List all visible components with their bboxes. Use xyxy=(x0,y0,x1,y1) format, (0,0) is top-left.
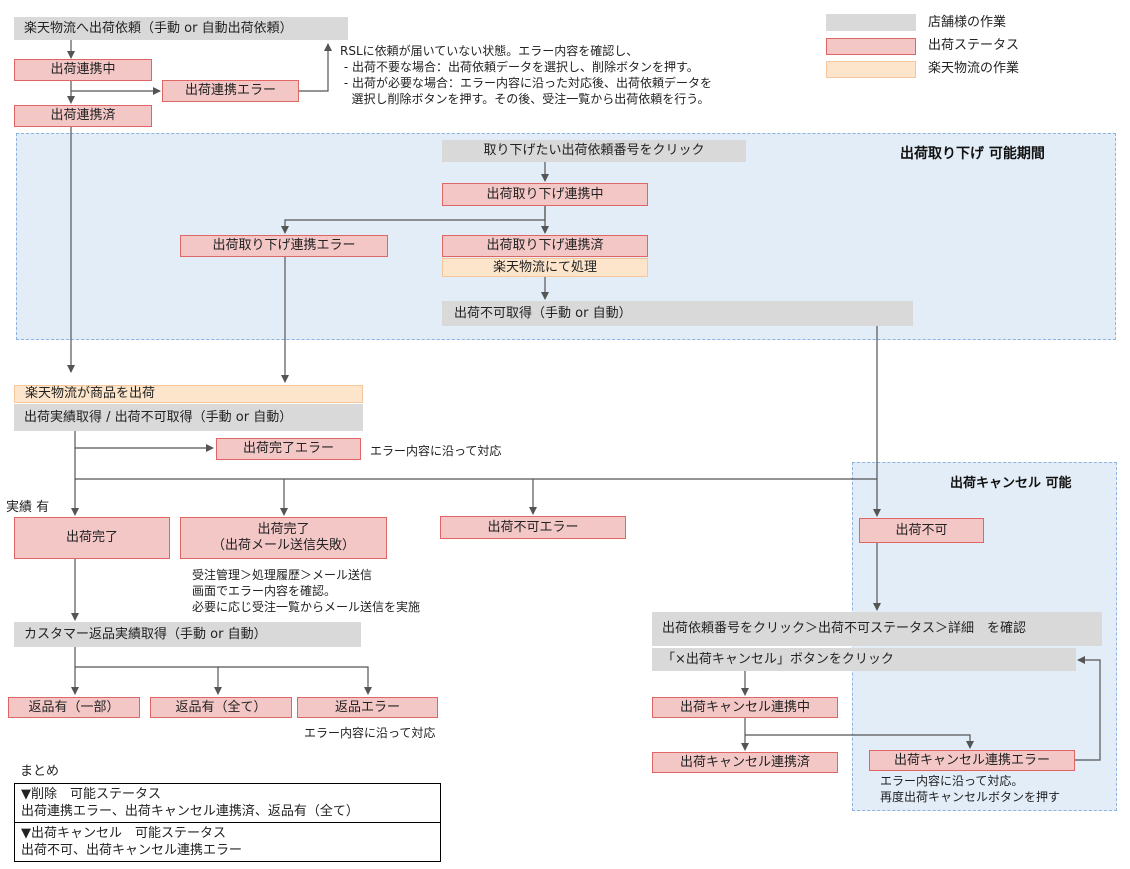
cancel-error-note-2: 再度出荷キャンセルボタンを押す xyxy=(880,790,1061,804)
summary-cancel-section: ▼出荷キャンセル 可能ステータス 出荷不可、出荷キャンセル連携エラー xyxy=(15,822,440,861)
legend-store-label: 店舗様の作業 xyxy=(928,15,1007,30)
node-not-possible: 出荷不可 xyxy=(859,518,984,543)
node-rakuten-process: 楽天物流にて処理 xyxy=(442,258,648,277)
cancel-region-title: 出荷キャンセル 可能 xyxy=(950,476,1072,491)
summary-delete-items: 出荷連携エラー、出荷キャンセル連携済、返品有（全て） xyxy=(21,804,359,819)
rsl-note-3: - 出荷が必要な場合：エラー内容に沿った対応後、出荷依頼データを xyxy=(340,76,712,90)
node-request: 楽天物流へ出荷依頼（手動 or 自動出荷依頼） xyxy=(14,17,348,40)
legend-status-swatch xyxy=(826,38,916,55)
node-complete: 出荷完了 xyxy=(14,517,170,559)
rsl-note-2: - 出荷不要な場合：出荷依頼データを選択し、削除ボタンを押す。 xyxy=(340,60,699,74)
node-click-withdraw: 取り下げたい出荷依頼番号をクリック xyxy=(442,140,746,162)
withdraw-region-title: 出荷取り下げ 可能期間 xyxy=(900,146,1045,162)
mail-note-2: 画面でエラー内容を確認。 xyxy=(192,584,337,598)
node-complete-mail-fail: 出荷完了 （出荷メール送信失敗） xyxy=(180,517,387,559)
return-error-note: エラー内容に沿って対応 xyxy=(304,726,436,740)
rsl-note-4: 選択し削除ボタンを押す。その後、受注一覧から出荷依頼を行う。 xyxy=(340,92,710,106)
node-link-error: 出荷連携エラー xyxy=(162,80,299,102)
legend-status-label: 出荷ステータス xyxy=(928,38,1020,53)
node-click-cancel: 「×出荷キャンセル」ボタンをクリック xyxy=(652,648,1076,671)
legend-store-swatch xyxy=(826,14,916,31)
node-return-all: 返品有（全て） xyxy=(150,697,292,718)
cancel-error-note-1: エラー内容に沿って対応。 xyxy=(880,774,1024,788)
summary-cancel-items: 出荷不可、出荷キャンセル連携エラー xyxy=(21,843,243,858)
summary-delete-section: ▼削除 可能ステータス 出荷連携エラー、出荷キャンセル連携済、返品有（全て） xyxy=(15,784,440,822)
actual-label: 実績 有 xyxy=(6,500,50,515)
complete-mail-fail-line2: （出荷メール送信失敗） xyxy=(211,538,355,553)
node-cancel-error: 出荷キャンセル連携エラー xyxy=(869,750,1075,771)
node-linked: 出荷連携済 xyxy=(14,105,152,127)
summary-heading: まとめ xyxy=(20,764,60,779)
rsl-note-1: RSLに依頼が届いていない状態。エラー内容を確認し、 xyxy=(340,44,639,58)
node-return-error: 返品エラー xyxy=(297,697,438,718)
node-not-possible-get: 出荷不可取得（手動 or 自動） xyxy=(442,301,913,326)
node-rakuten-ship: 楽天物流が商品を出荷 xyxy=(14,385,363,403)
summary-delete-title: ▼削除 可能ステータス xyxy=(21,787,161,802)
node-cancel-linking: 出荷キャンセル連携中 xyxy=(652,697,838,718)
node-withdraw-linked: 出荷取り下げ連携済 xyxy=(442,235,648,257)
complete-error-note: エラー内容に沿って対応 xyxy=(370,444,502,458)
node-actual-get: 出荷実績取得 / 出荷不可取得（手動 or 自動） xyxy=(14,404,363,431)
node-return-get: カスタマー返品実績取得（手動 or 自動） xyxy=(14,622,361,647)
node-withdraw-linking: 出荷取り下げ連携中 xyxy=(442,183,648,206)
node-cancel-linked: 出荷キャンセル連携済 xyxy=(652,752,838,773)
summary-box: ▼削除 可能ステータス 出荷連携エラー、出荷キャンセル連携済、返品有（全て） ▼… xyxy=(14,783,441,862)
mail-note-3: 必要に応じ受注一覧からメール送信を実施 xyxy=(192,600,421,614)
legend-rakuten-label: 楽天物流の作業 xyxy=(928,61,1020,76)
node-withdraw-error: 出荷取り下げ連携エラー xyxy=(180,235,388,257)
mail-note-1: 受注管理＞処理履歴＞メール送信 xyxy=(192,568,373,582)
legend-rakuten-swatch xyxy=(826,61,916,78)
node-linking: 出荷連携中 xyxy=(14,59,152,81)
complete-mail-fail-line1: 出荷完了 xyxy=(257,522,310,537)
node-not-possible-error: 出荷不可エラー xyxy=(440,516,626,539)
summary-cancel-title: ▼出荷キャンセル 可能ステータス xyxy=(21,826,226,841)
node-complete-error: 出荷完了エラー xyxy=(216,438,361,460)
node-click-detail: 出荷依頼番号をクリック＞出荷不可ステータス＞詳細 を確認 xyxy=(652,612,1102,646)
node-return-partial: 返品有（一部） xyxy=(8,697,140,718)
